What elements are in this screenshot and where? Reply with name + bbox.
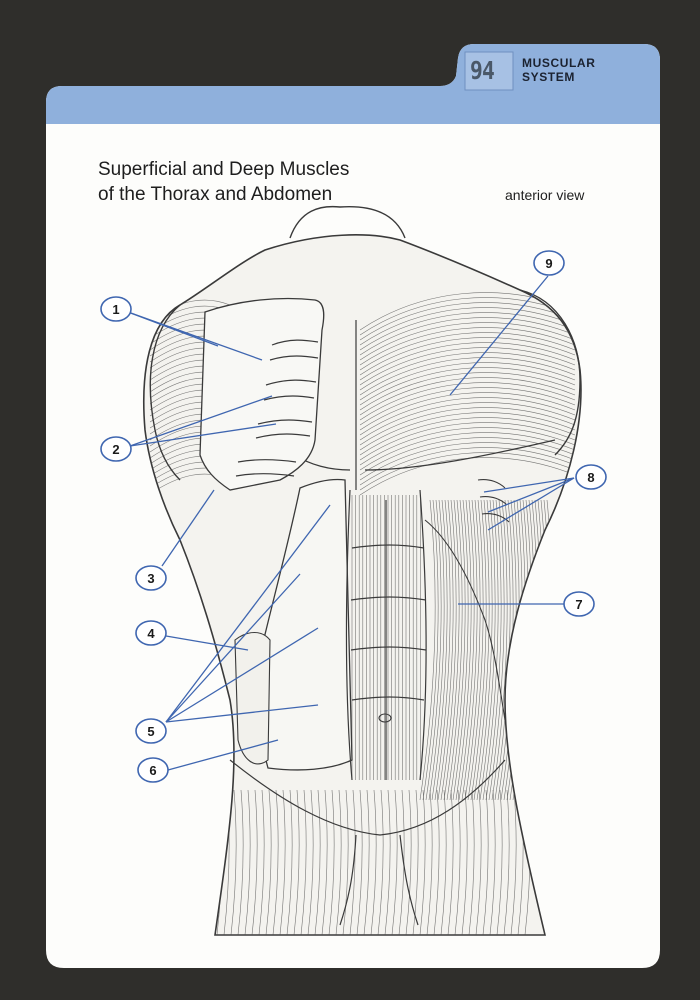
callout-circle-7 [563,591,595,617]
callout-circle-2 [100,436,132,462]
callout-circle-6 [137,757,169,783]
card-title-line2: of the Thorax and Abdomen [98,184,333,205]
section-label: MUSCULAR SYSTEM [522,56,595,84]
callout-circle-9 [533,250,565,276]
callout-label-7: 7 [575,597,582,612]
card-title: Superficial and Deep Muscles of the Thor… [98,157,349,207]
tab-number-box [464,51,514,91]
card-title-line1: Superficial and Deep Muscles [98,159,350,180]
callout-label-6: 6 [149,763,156,778]
callout-circle-5 [135,718,167,744]
callout-label-5: 5 [147,724,154,739]
callout-circle-8 [575,464,607,490]
view-label: anterior view [505,187,585,203]
torso-illustration [142,205,582,936]
callout-label-9: 9 [545,256,552,271]
callout-circle-1 [100,296,132,322]
card-number: 94 [470,56,495,85]
callout-label-8: 8 [587,470,594,485]
callout-label-2: 2 [112,442,119,457]
callout-circle-3 [135,565,167,591]
callout-circle-4 [135,620,167,646]
rectus-abdominis [345,489,427,781]
callout-lines [127,275,575,771]
section-label-line2: SYSTEM [522,70,575,84]
section-label-line1: MUSCULAR [522,56,596,70]
callout-label-3: 3 [147,571,154,586]
callout-circles [100,250,607,783]
callout-label-4: 4 [147,626,155,641]
callout-label-1: 1 [112,302,119,317]
